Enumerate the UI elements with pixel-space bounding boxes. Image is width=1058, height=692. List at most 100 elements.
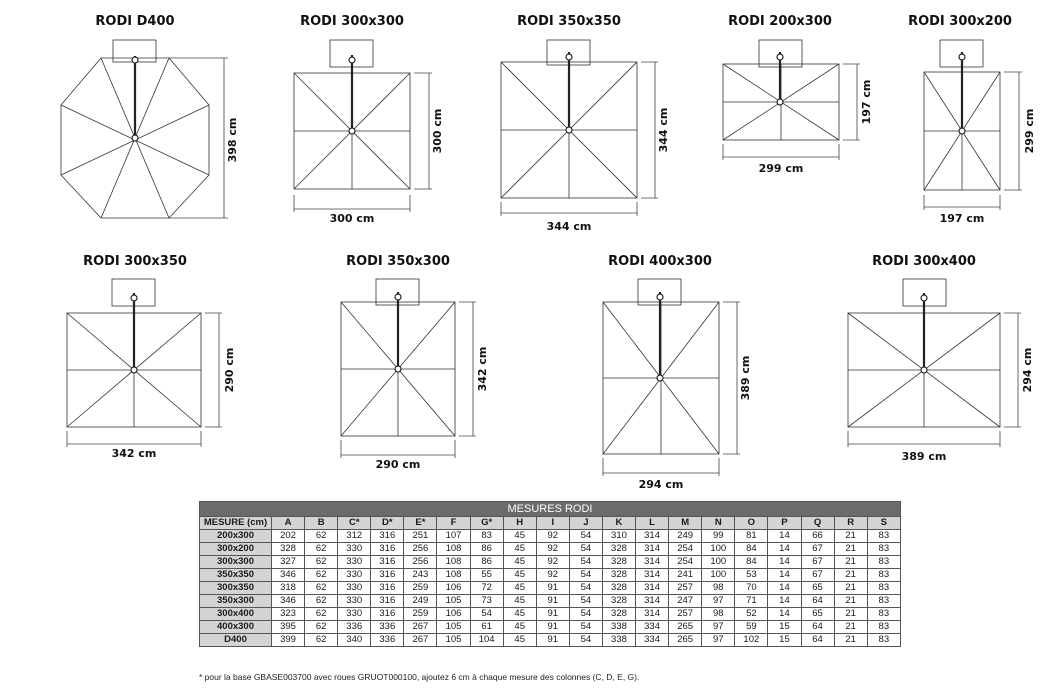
column-header: S bbox=[866, 516, 902, 530]
table-cell: 100 bbox=[701, 555, 736, 569]
table-cell: 21 bbox=[833, 568, 868, 582]
table-cell: 52 bbox=[734, 607, 769, 621]
table-cell: 330 bbox=[337, 594, 372, 608]
row-label: 300x200 bbox=[199, 542, 272, 556]
table-cell: 54 bbox=[568, 620, 603, 634]
table-cell: 14 bbox=[767, 581, 802, 595]
table-cell: 83 bbox=[866, 568, 902, 582]
table-cell: 54 bbox=[568, 555, 603, 569]
column-header: F bbox=[436, 516, 471, 530]
table-cell: 14 bbox=[767, 529, 802, 543]
table-cell: 265 bbox=[668, 633, 703, 647]
table-cell: 100 bbox=[701, 542, 736, 556]
table-cell: 330 bbox=[337, 555, 372, 569]
table-cell: 45 bbox=[502, 542, 537, 556]
table-cell: 99 bbox=[701, 529, 736, 543]
table-cell: 330 bbox=[337, 542, 372, 556]
table-cell: 316 bbox=[370, 568, 405, 582]
table-cell: 336 bbox=[370, 633, 405, 647]
dimension-width-300x400: 389 cm bbox=[902, 450, 947, 463]
footnote: * pour la base GBASE003700 avec roues GR… bbox=[199, 672, 640, 682]
table-cell: 62 bbox=[304, 529, 339, 543]
table-cell: 330 bbox=[337, 581, 372, 595]
column-header: I bbox=[535, 516, 570, 530]
table-cell: 92 bbox=[535, 529, 570, 543]
table-cell: 14 bbox=[767, 607, 802, 621]
table-cell: 241 bbox=[668, 568, 703, 582]
table-cell: 67 bbox=[800, 568, 835, 582]
table-cell: 328 bbox=[601, 594, 637, 608]
row-label: 300x400 bbox=[199, 607, 272, 621]
table-cell: 83 bbox=[866, 633, 902, 647]
table-cell: 323 bbox=[270, 607, 306, 621]
table-cell: 14 bbox=[767, 555, 802, 569]
table-cell: 54 bbox=[568, 542, 603, 556]
table-cell: 106 bbox=[436, 581, 471, 595]
table-cell: 316 bbox=[370, 594, 405, 608]
table-cell: 15 bbox=[767, 633, 802, 647]
column-header: K bbox=[601, 516, 637, 530]
table-cell: 328 bbox=[601, 555, 637, 569]
row-label: 200x300 bbox=[199, 529, 272, 543]
umbrella-diagram-400x300: 294 cm 389 cm bbox=[602, 278, 752, 491]
table-cell: 70 bbox=[734, 581, 769, 595]
table-cell: 92 bbox=[535, 542, 570, 556]
table-cell: 45 bbox=[502, 607, 537, 621]
table-cell: 254 bbox=[668, 542, 703, 556]
table-cell: 83 bbox=[866, 581, 902, 595]
table-cell: 45 bbox=[502, 633, 537, 647]
dimension-width-300x200: 197 cm bbox=[940, 212, 985, 225]
table-cell: 327 bbox=[270, 555, 306, 569]
table-cell: 66 bbox=[800, 529, 835, 543]
table-cell: 45 bbox=[502, 581, 537, 595]
table-cell: 340 bbox=[337, 633, 372, 647]
table-cell: 328 bbox=[601, 581, 637, 595]
dimension-height-300x350: 290 cm bbox=[223, 348, 236, 393]
table-cell: 91 bbox=[535, 633, 570, 647]
column-header: R bbox=[833, 516, 868, 530]
column-header: M bbox=[668, 516, 703, 530]
table-cell: 83 bbox=[866, 542, 902, 556]
table-cell: 45 bbox=[502, 555, 537, 569]
table-cell: 14 bbox=[767, 594, 802, 608]
table-cell: 73 bbox=[469, 594, 504, 608]
dimension-width-400x300: 294 cm bbox=[639, 478, 684, 491]
table-cell: 346 bbox=[270, 568, 306, 582]
table-cell: 97 bbox=[701, 633, 736, 647]
umbrella-diagram-350x300: 290 cm 342 cm bbox=[340, 278, 489, 471]
table-cell: 55 bbox=[469, 568, 504, 582]
table-cell: 338 bbox=[601, 620, 637, 634]
table-cell: 91 bbox=[535, 594, 570, 608]
table-cell: 81 bbox=[734, 529, 769, 543]
table-cell: 65 bbox=[800, 607, 835, 621]
dimension-width-300x350: 342 cm bbox=[112, 447, 157, 460]
table-cell: 249 bbox=[403, 594, 438, 608]
table-cell: 102 bbox=[734, 633, 769, 647]
table-cell: 45 bbox=[502, 594, 537, 608]
table-cell: 98 bbox=[701, 581, 736, 595]
table-cell: 45 bbox=[502, 529, 537, 543]
column-header: P bbox=[767, 516, 802, 530]
dimension-height-300x300: 300 cm bbox=[431, 109, 444, 154]
column-header: L bbox=[635, 516, 670, 530]
table-cell: 100 bbox=[701, 568, 736, 582]
table-cell: 330 bbox=[337, 568, 372, 582]
table-cell: 314 bbox=[635, 542, 670, 556]
table-cell: 107 bbox=[436, 529, 471, 543]
table-cell: 21 bbox=[833, 633, 868, 647]
dimension-height-200x300: 197 cm bbox=[860, 80, 873, 125]
table-cell: 65 bbox=[800, 581, 835, 595]
diagram-title-350x350: RODI 350x350 bbox=[517, 14, 621, 29]
table-cell: 314 bbox=[635, 529, 670, 543]
dimension-width-350x300: 290 cm bbox=[376, 458, 421, 471]
table-cell: 62 bbox=[304, 620, 339, 634]
column-header: A bbox=[270, 516, 306, 530]
umbrella-diagram-350x350: 344 cm 344 cm bbox=[500, 39, 670, 233]
table-cell: 62 bbox=[304, 555, 339, 569]
table-cell: 314 bbox=[635, 568, 670, 582]
